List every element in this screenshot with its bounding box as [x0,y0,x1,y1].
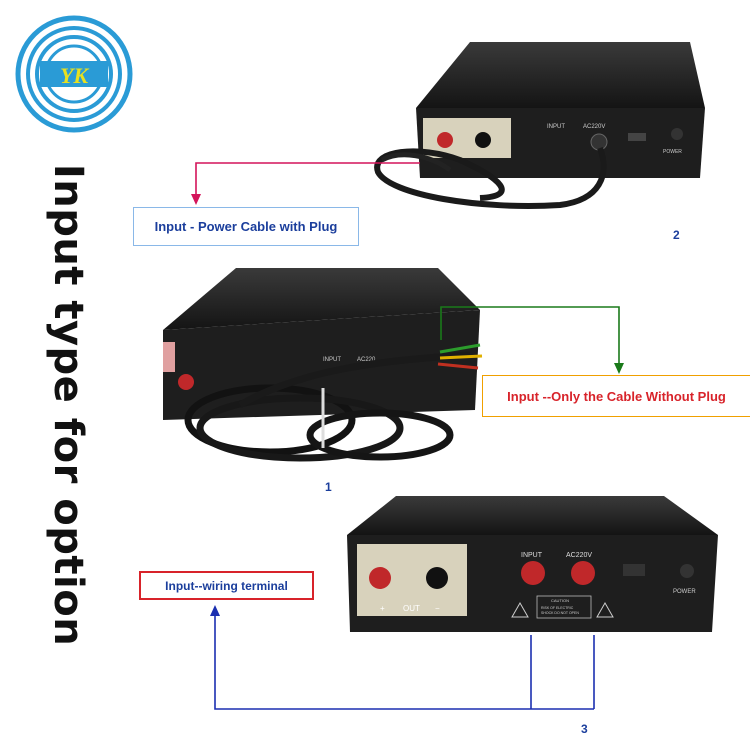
device-1: INPUT AC220 [163,268,483,462]
arrow-cable-no-plug [440,306,624,374]
arrow-down-icon [191,194,201,205]
option-number-2: 2 [673,228,680,242]
device-3-ac-label: AC220V [566,552,592,559]
page-title: Input type for option [45,163,91,647]
device-3-black-terminal [426,567,448,589]
label-power-cable-with-plug: Input - Power Cable with Plug [133,207,359,246]
device-3-minus: − [435,604,440,613]
device-2: INPUT AC220V POWER [374,42,705,209]
arrow-wiring-terminal [210,605,595,710]
device-3-input-label: INPUT [521,552,543,559]
device-3-caution-title: CAUTION [551,598,569,603]
device-3-red-terminal [369,567,391,589]
device-3-caution-line2: SHOCK DO NOT OPEN [541,611,579,615]
device-2-ac-label: AC220V [583,124,605,130]
device-3-power-label: POWER [673,589,696,595]
device-2-input-label: INPUT [547,124,565,130]
device-3-input-terminal [521,561,545,585]
device-1-input-label: INPUT [323,357,341,363]
logo-text: YK [60,63,89,88]
device-3-out-label: OUT [403,604,420,613]
arrow-up-icon [210,605,220,616]
device-1-ac-label: AC220 [357,357,376,363]
device-3-plus: + [380,604,385,613]
device-2-power-cable [374,146,607,209]
label-wiring-terminal: Input--wiring terminal [139,571,314,600]
arrow-down-icon [614,363,624,374]
arrow-power-cable [191,162,420,205]
device-3-caution-line1: RISK OF ELECTRIC [541,606,574,610]
device-3-ac-terminal [571,561,595,585]
option-number-1: 1 [325,480,332,494]
warning-triangle-icon [596,601,614,618]
option-number-3: 3 [581,722,588,736]
warning-triangle-icon [511,601,529,618]
device-3: + OUT − INPUT AC220V POWER CAUTION RISK … [347,496,718,632]
logo-rings-icon: YK [15,15,133,133]
device-2-power-label: POWER [663,149,682,155]
label-cable-without-plug: Input --Only the Cable Without Plug [482,375,750,417]
